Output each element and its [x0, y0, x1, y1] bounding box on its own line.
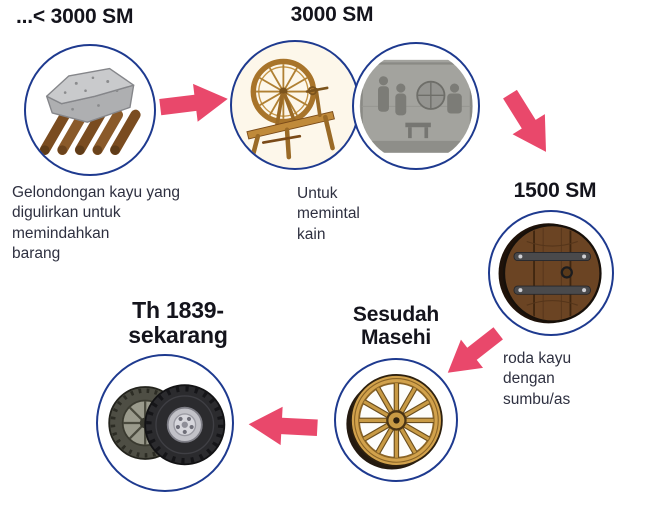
arrow-left-icon	[247, 402, 319, 450]
stone-relief-icon	[359, 59, 473, 153]
arrow-down-left-icon	[434, 315, 513, 391]
stage-circle-modern-tires	[96, 354, 234, 492]
stage-title-modern: Th 1839- sekarang	[128, 297, 228, 348]
arrow-down-right-icon	[489, 81, 567, 165]
stage-circle-spinning-wheel	[230, 40, 360, 170]
stage-caption-axle: roda kayu dengan sumbu/as	[503, 350, 572, 408]
spinning-wheel-icon	[246, 58, 335, 160]
stage-circle-logs	[24, 44, 156, 176]
stage-circle-relief	[352, 42, 480, 170]
wooden-spoked-wheel-icon	[345, 373, 443, 470]
stage-circle-axle-wheel	[488, 210, 614, 336]
stage-circle-spoked-wheel	[334, 358, 458, 482]
stage-caption-logs: Gelondongan kayu yang digulirkan untuk m…	[12, 184, 181, 263]
stage-title-spinning: 3000 SM	[290, 3, 374, 26]
stage-caption-spinning: Untuk memintal kain	[297, 185, 360, 243]
stage-title-spoked: Sesudah Masehi	[352, 303, 440, 349]
arrow-right-icon	[157, 76, 230, 130]
stone-on-log-rollers-icon	[39, 67, 141, 155]
stage-title-logs: ...< 3000 SM	[16, 5, 134, 28]
stage-title-axle: 1500 SM	[513, 179, 597, 202]
rubber-tires-icon	[108, 384, 226, 466]
wooden-axle-wheel-icon	[498, 222, 602, 324]
